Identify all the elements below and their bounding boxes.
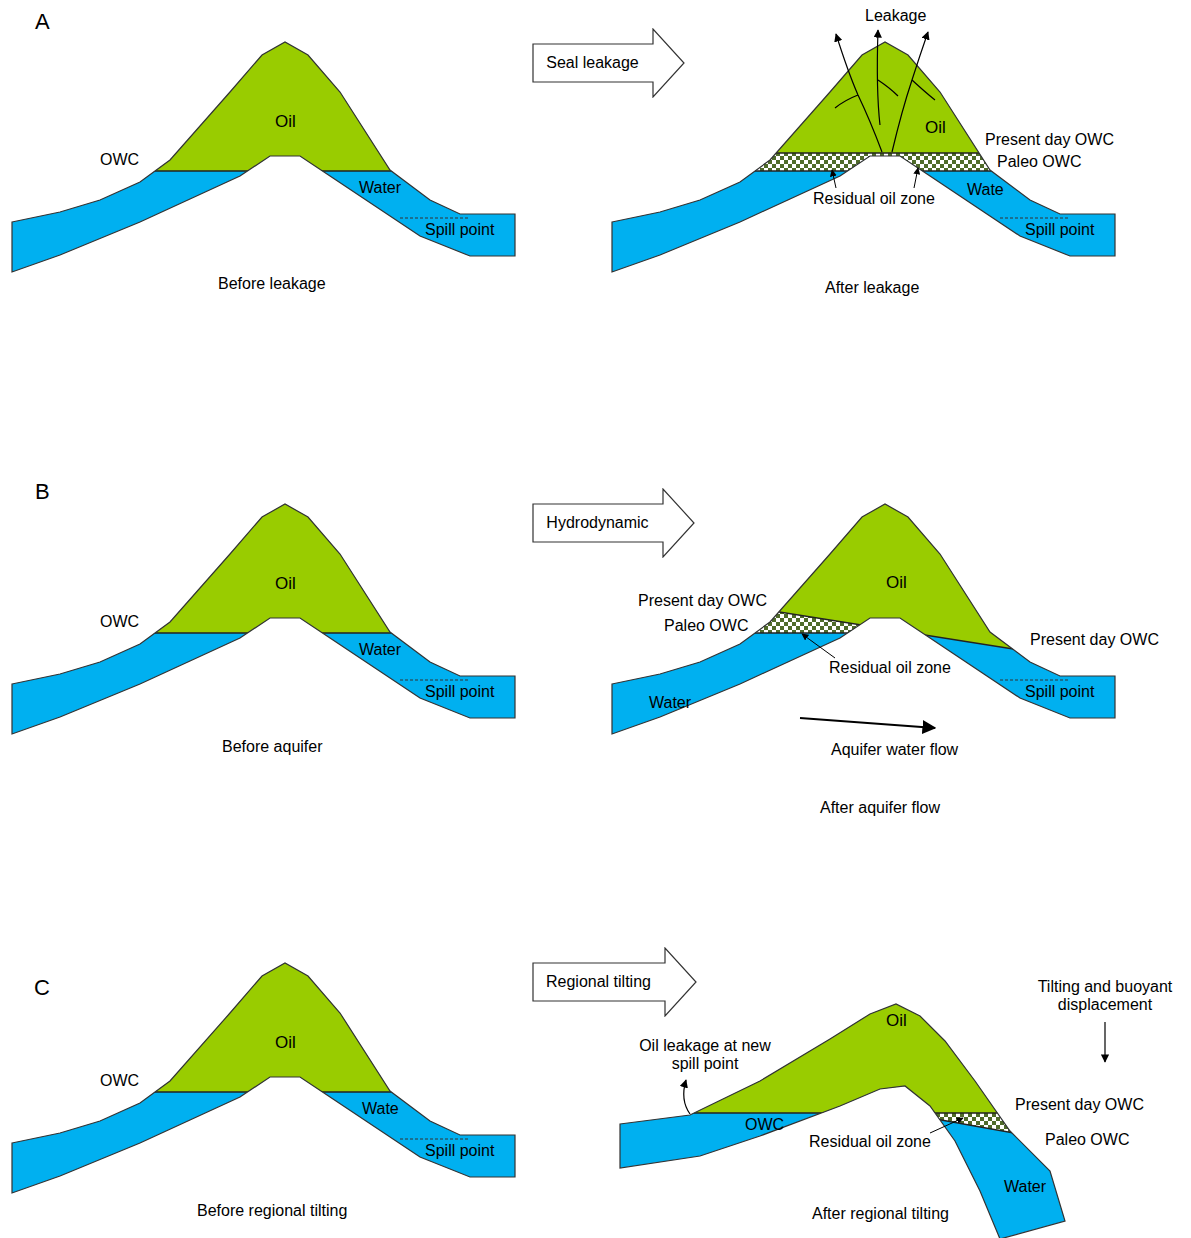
annotation-label: OWC [100, 613, 139, 631]
annotation-label: OWC [100, 151, 139, 169]
annotation-label: After leakage [825, 279, 919, 297]
process-arrow: Hydrodynamic [532, 488, 695, 558]
annotation-label: Spill point [1025, 221, 1094, 239]
annotation-label: Before regional tilting [197, 1202, 347, 1220]
annotation-label: Water [1004, 1178, 1046, 1196]
annotation-label: Oil [886, 1011, 907, 1031]
before-leakage-trap [0, 0, 600, 272]
annotation-label: OWC [100, 1072, 139, 1090]
annotation-label: Oil [886, 573, 907, 593]
annotation-label: Leakage [865, 7, 926, 25]
annotation-label: Oil [275, 1033, 296, 1053]
process-arrow: Regional tilting [532, 947, 697, 1017]
annotation-label: Oil [925, 118, 946, 138]
annotation-label: B [35, 479, 50, 504]
annotation-label: Tilting and buoyant displacement [1030, 978, 1180, 1015]
annotation-label: C [34, 975, 50, 1000]
after-leakage-trap [600, 0, 1191, 272]
annotation-label: Water [649, 694, 691, 712]
annotation-label: Present day OWC [985, 131, 1114, 149]
before-aquifer-trap [0, 462, 600, 734]
annotation-label: Before aquifer [222, 738, 323, 756]
annotation-label: Before leakage [218, 275, 326, 293]
annotation-label: Spill point [425, 221, 494, 239]
leakage-fractures [835, 30, 935, 152]
annotation-label: Oil leakage at new spill point [630, 1037, 780, 1074]
annotation-label: Water [359, 641, 401, 659]
annotation-label: Residual oil zone [813, 190, 935, 208]
annotation-label: Wate [362, 1100, 399, 1118]
annotation-label: Spill point [425, 683, 494, 701]
annotation-label: Aquifer water flow [831, 741, 958, 759]
annotation-label: Residual oil zone [809, 1133, 931, 1151]
annotation-label: After aquifer flow [820, 799, 940, 817]
annotation-label: Wate [967, 181, 1004, 199]
aquifer-flow-arrow [800, 634, 935, 728]
annotation-label: Present day OWC [638, 592, 767, 610]
annotation-label: Oil [275, 112, 296, 132]
annotation-label: Oil [275, 574, 296, 594]
annotation-label: OWC [745, 1116, 784, 1134]
arrow-label: Regional tilting [532, 973, 665, 991]
annotation-label: Water [359, 179, 401, 197]
annotation-label: Paleo OWC [664, 617, 748, 635]
annotation-label: After regional tilting [812, 1205, 949, 1223]
after-aquifer-trap [600, 452, 1191, 734]
before-tilting-trap [0, 921, 600, 1193]
annotation-label: Spill point [1025, 683, 1094, 701]
annotation-label: Residual oil zone [829, 659, 951, 677]
annotation-label: A [35, 9, 50, 34]
annotation-label: Present day OWC [1030, 631, 1159, 649]
annotation-label: Paleo OWC [997, 153, 1081, 171]
arrow-label: Hydrodynamic [532, 514, 663, 532]
annotation-label: Present day OWC [1015, 1096, 1144, 1114]
arrow-label: Seal leakage [532, 54, 653, 72]
residual-leaders [832, 168, 918, 188]
process-arrow: Seal leakage [532, 28, 685, 98]
annotation-label: Paleo OWC [1045, 1131, 1129, 1149]
annotation-label: Spill point [425, 1142, 494, 1160]
